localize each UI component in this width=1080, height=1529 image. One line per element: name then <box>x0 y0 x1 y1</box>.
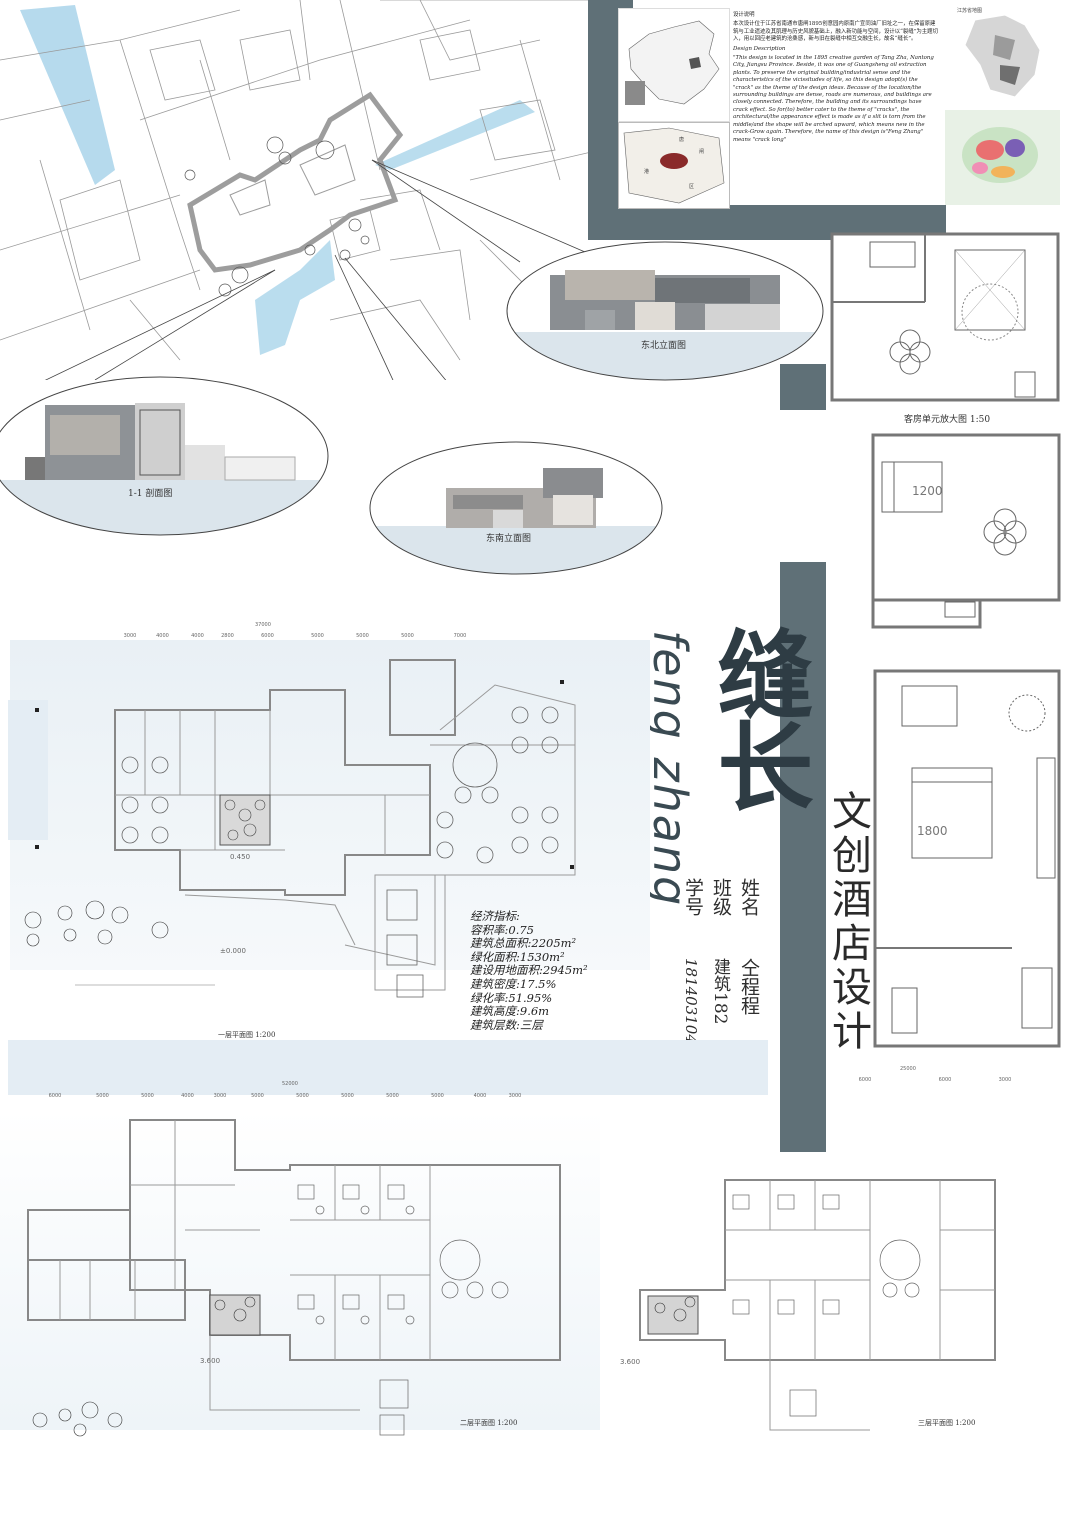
level-3600-3f: 3.600 <box>620 1358 641 1366</box>
wash-2f-body <box>0 1110 600 1430</box>
room-dims-total: 25000 <box>900 1066 916 1072</box>
design-description: 设计说明 本次设计位于江苏省南通市唐闸1895创意园内原南广宣同油厂旧址之一，在… <box>733 12 938 146</box>
elevation-ne-caption: 东北立面图 <box>641 341 687 351</box>
elevation-se-bubble: 东南立面图 <box>368 440 664 576</box>
elevation-ne-bubble: 东北立面图 <box>505 240 825 382</box>
design-description-cn: 本次设计位于江苏省南通市唐闸1895创意园内原南广宣同油厂旧址之一，在保留原建筑… <box>733 21 938 43</box>
site-color-map <box>945 110 1060 205</box>
student-name: 仝程程 <box>738 958 760 1015</box>
student-label-class: 班级 <box>710 878 732 916</box>
district-map: 唐闸港区 <box>618 122 730 209</box>
student-id: 1814031040 <box>682 958 700 1054</box>
plan-1f-caption: 一层平面图 1:200 <box>218 1031 276 1039</box>
metric-item: 建设用地面积:2945m² <box>470 963 588 978</box>
svg-text:港: 港 <box>644 168 649 175</box>
accent-square <box>780 364 826 410</box>
wash-1f <box>10 640 650 970</box>
plan-1f-total: 37000 <box>255 622 271 628</box>
student-info: 学号 班级 姓名 1814031040 建筑182 仝程程 <box>672 878 772 1068</box>
wash-left-strip <box>8 700 48 840</box>
room-unit-plan-a <box>830 232 1062 404</box>
metric-item: 建筑高度:9.6m <box>470 1004 550 1019</box>
level-pm0000: ±0.000 <box>220 947 246 955</box>
level-3600-2f: 3.600 <box>200 1357 221 1365</box>
elevation-se-caption: 东南立面图 <box>486 534 532 544</box>
bed-size-1200: 1200 <box>912 484 943 498</box>
third-floor-plan: 3.600 <box>620 1150 1040 1450</box>
svg-text:唐: 唐 <box>679 136 684 143</box>
first-floor-plan: 0.450 ±0.000 <box>15 645 615 1035</box>
design-description-en-header: Design Description <box>733 45 786 52</box>
jiangsu-map-label: 江苏省地图 <box>957 8 983 14</box>
design-description-cn-header: 设计说明 <box>733 12 755 18</box>
metric-item: 建筑层数:三层 <box>470 1017 543 1032</box>
room-unit-plan-c: 1800 <box>872 668 1062 1068</box>
plan-2f-caption: 二层平面图 1:200 <box>460 1419 518 1427</box>
china-map <box>618 8 730 122</box>
bed-size-1800: 1800 <box>917 824 948 838</box>
title-accent-bar <box>780 562 826 1152</box>
section-bubble: 1-1 剖面图 <box>0 375 330 537</box>
svg-text:区: 区 <box>689 184 694 190</box>
second-floor-plan: 3.600 <box>20 1110 580 1440</box>
plan-3f-caption: 三层平面图 1:200 <box>918 1419 976 1427</box>
site-plan <box>0 0 600 380</box>
title-pinyin: feng zhang <box>643 630 697 908</box>
section-caption: 1-1 剖面图 <box>128 489 173 499</box>
student-class: 建筑182 <box>710 958 730 1025</box>
plan-2f-dims: 6000 5000 5000 4000 3000 5000 5000 5000 … <box>48 1093 522 1099</box>
metric-item: 容积率:0.75 <box>470 922 534 937</box>
title-sub: 文创酒店设计 <box>825 790 871 1054</box>
room-unit-plan-b: 1200 <box>870 432 1062 632</box>
svg-text:闸: 闸 <box>699 148 704 155</box>
metric-item: 建筑密度:17.5% <box>470 976 557 991</box>
title-main: 缝长 <box>701 625 814 809</box>
design-description-en: "This design is located in the 1895 crea… <box>733 55 934 143</box>
economic-metrics: 经济指标: 容积率:0.75 建筑总面积:2205m² 绿化面积:1530m² … <box>470 909 588 1032</box>
wash-2f <box>8 1040 768 1095</box>
room-plan-caption: 客房单元放大图 1:50 <box>904 415 991 425</box>
plan-1f-dims: 3000 4000 4000 2800 6000 5000 5000 5000 … <box>123 633 467 639</box>
metric-item: 绿化面积:1530m² <box>470 949 565 964</box>
metric-item: 绿化率:51.95% <box>470 990 553 1005</box>
student-label-id: 学号 <box>682 878 704 916</box>
student-label-name: 姓名 <box>738 878 760 916</box>
level-0450: 0.450 <box>230 853 251 861</box>
plan-2f-total: 52000 <box>282 1081 298 1087</box>
metric-item: 建筑总面积:2205m² <box>470 936 577 951</box>
metrics-header: 经济指标: <box>470 909 520 923</box>
jiangsu-map: 江苏省地图 <box>945 5 1060 105</box>
